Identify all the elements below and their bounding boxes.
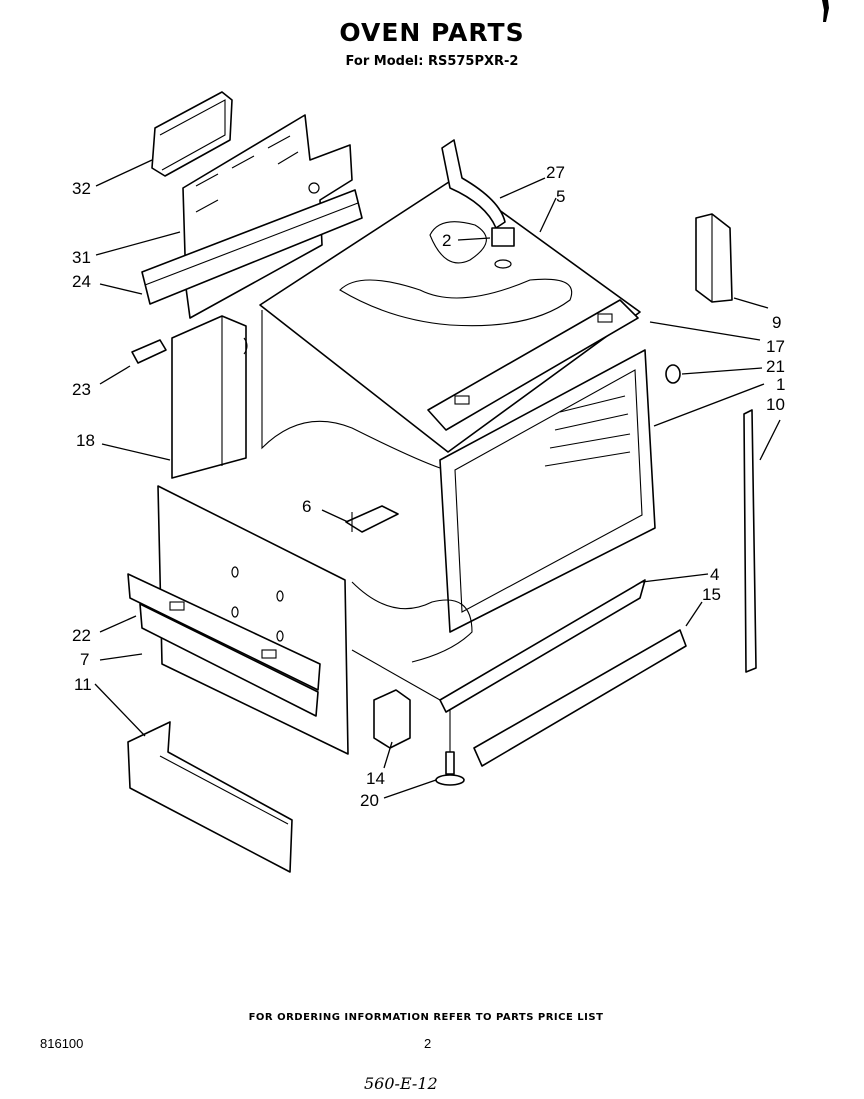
callout-7: 7 <box>80 650 89 669</box>
part-32-vent-duct <box>151 91 233 177</box>
callout-15: 15 <box>702 585 721 604</box>
part-4-bottom-pan <box>351 579 646 713</box>
callout-4: 4 <box>710 565 719 584</box>
callout-32: 32 <box>72 179 91 198</box>
handwritten-note: 560-E-12 <box>364 1074 438 1093</box>
part-21-plug <box>665 364 681 384</box>
callout-31: 31 <box>72 248 91 267</box>
part-2-burner <box>491 227 515 269</box>
callout-1: 1 <box>776 375 785 394</box>
oven-cavity-body <box>259 177 656 663</box>
callout-23: 23 <box>72 380 91 399</box>
part-9-strip <box>695 213 733 303</box>
part-11-kick-panel <box>127 721 293 873</box>
part-15-bottom-rail <box>473 629 687 767</box>
ordering-info-note: FOR ORDERING INFORMATION REFER TO PARTS … <box>248 1012 604 1023</box>
part-10-trim-strip <box>743 409 757 673</box>
callout-24: 24 <box>72 272 91 291</box>
part-18-side-panel <box>171 315 248 479</box>
part-27-gas-tube <box>441 139 506 229</box>
part-20-leveling-leg <box>435 710 465 786</box>
document-number: 816100 <box>40 1036 84 1051</box>
callout-2: 2 <box>442 231 451 250</box>
callout-21: 21 <box>766 357 785 376</box>
part-22-frame-rail <box>127 573 321 691</box>
part-7-frame-rail <box>139 601 319 717</box>
callout-5: 5 <box>556 187 565 206</box>
page-title: OVEN PARTS <box>339 18 525 47</box>
model-subtitle: For Model: RS575PXR-2 <box>345 54 519 69</box>
callout-14: 14 <box>366 769 385 788</box>
callout-22: 22 <box>72 626 91 645</box>
part-6-bracket <box>345 505 399 533</box>
page-number: 2 <box>424 1036 432 1051</box>
callout-27: 27 <box>546 163 565 182</box>
part-23-clip <box>131 339 167 364</box>
callout-9: 9 <box>772 313 781 332</box>
part-24-bracket <box>141 189 363 305</box>
leader-lines <box>94 159 781 799</box>
callout-11: 11 <box>74 675 92 694</box>
callout-labels: 32 31 24 23 18 6 22 7 11 27 5 2 9 17 21 … <box>72 163 785 810</box>
callout-10: 10 <box>766 395 785 414</box>
callout-6: 6 <box>302 497 311 516</box>
part-14-block <box>373 689 411 749</box>
scan-mark-icon <box>822 0 829 22</box>
callout-18: 18 <box>76 431 95 450</box>
callout-17: 17 <box>766 337 785 356</box>
callout-20: 20 <box>360 791 379 810</box>
